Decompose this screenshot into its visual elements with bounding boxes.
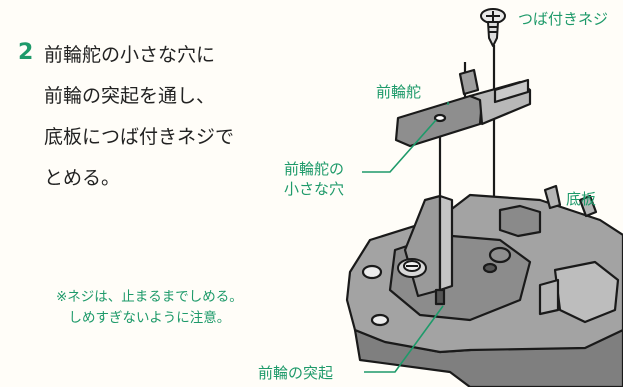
base-label: 底板 [566, 190, 597, 208]
instruction-line-3: 底板につば付きネジで [44, 126, 235, 148]
steering-part [394, 68, 532, 148]
steering-label: 前輪舵 [376, 83, 422, 101]
caution-line-2: しめすぎないように注意。 [68, 310, 231, 326]
base-screw [397, 258, 427, 278]
base-plate [345, 184, 623, 387]
screw-label: つば付きネジ [518, 10, 609, 28]
caution-line-1: ※ネジは、止まるまでしめる。 [56, 289, 243, 305]
instruction-line-2: 前輪の突起を通し、 [44, 85, 216, 107]
caution-note: ※ネジは、止まるまでしめる。 しめすぎないように注意。 [56, 287, 243, 329]
protrusion-label: 前輪の突起 [258, 364, 334, 382]
front-wheel [403, 194, 454, 306]
hole-label-line2: 小さな穴 [284, 180, 345, 198]
instruction-line-4: とめる。 [44, 167, 121, 189]
instruction-line-1: 前輪舵の小さな穴に [44, 44, 216, 66]
flanged-screw-icon [480, 8, 506, 47]
step-number: 2 [18, 40, 34, 65]
leader-lines [362, 102, 449, 373]
hole-label-line1: 前輪舵の [284, 160, 345, 178]
